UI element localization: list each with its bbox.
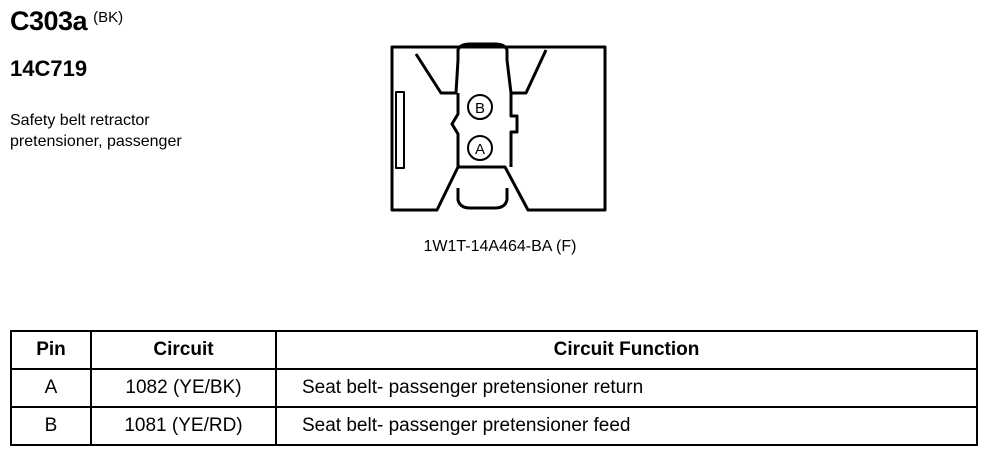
- description-line-2: pretensioner, passenger: [10, 133, 182, 150]
- table-header-row: Pin Circuit Circuit Function: [10, 330, 978, 370]
- pin-b-label: B: [475, 100, 485, 117]
- title-row: C303a (BK): [10, 6, 123, 37]
- upper-funnel: [414, 53, 460, 95]
- pin-table: Pin Circuit Circuit Function A 1082 (YE/…: [10, 330, 978, 446]
- bottom-lock-tab: [456, 188, 509, 210]
- left-latch-slot: [395, 91, 405, 169]
- connector-description: Safety belt retractor pretensioner, pass…: [10, 110, 270, 152]
- connector-id: C303a: [10, 6, 88, 36]
- header-circuit: Circuit: [90, 330, 277, 370]
- description-line-1: Safety belt retractor: [10, 112, 150, 129]
- table-row: A 1082 (YE/BK) Seat belt- passenger pret…: [10, 368, 978, 408]
- cell-pin: A: [10, 368, 92, 408]
- cell-circuit: 1082 (YE/BK): [90, 368, 277, 408]
- header-circuit-function: Circuit Function: [275, 330, 978, 370]
- connector-housing-outline: [390, 45, 607, 212]
- color-code: (BK): [93, 9, 124, 26]
- part-number: 14C719: [10, 56, 88, 81]
- connector-face-diagram: B A: [390, 42, 607, 212]
- center-cavity: [450, 93, 460, 167]
- cell-circuit-function: Seat belt- passenger pretensioner return: [275, 368, 978, 408]
- pin-a-circle: [467, 135, 493, 161]
- cell-pin: B: [10, 406, 92, 446]
- upper-funnel-right: [505, 49, 548, 95]
- table-row: B 1081 (YE/RD) Seat belt- passenger pret…: [10, 406, 978, 446]
- connector-part-number: 1W1T-14A464-BA (F): [423, 238, 577, 255]
- cell-circuit-function: Seat belt- passenger pretensioner feed: [275, 406, 978, 446]
- center-cavity-right: [509, 93, 519, 167]
- pin-b-circle: [467, 94, 493, 120]
- top-lock-tab: [456, 42, 509, 60]
- pin-a-label: A: [475, 141, 485, 158]
- header-pin: Pin: [10, 330, 92, 370]
- cell-circuit: 1081 (YE/RD): [90, 406, 277, 446]
